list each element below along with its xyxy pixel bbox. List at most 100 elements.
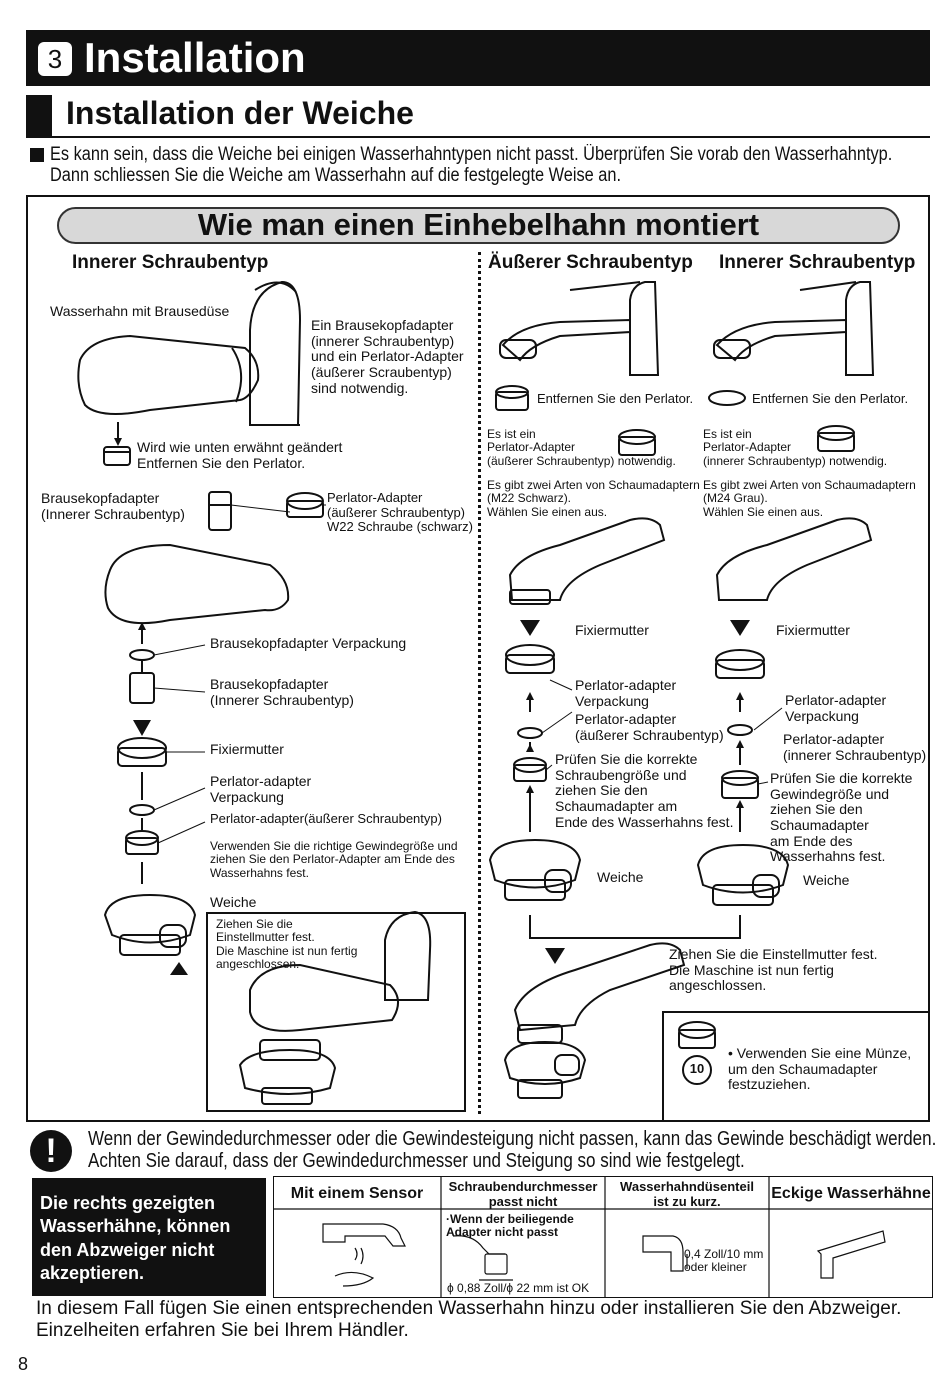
title-bar — [26, 30, 930, 86]
footer-line-2: Einzelheiten erfahren Sie bei Ihrem Händ… — [36, 1319, 409, 1341]
gasket-icon — [129, 804, 155, 816]
shower-adapter-pack-label: Brausekopfadapter Verpackung — [210, 635, 407, 651]
spout-icon — [508, 517, 666, 605]
thread-faucet-icon — [452, 1235, 513, 1281]
intro-line-1: Es kann sein, dass die Weiche bei einige… — [50, 144, 893, 165]
perlator-adapter-icon — [618, 429, 656, 456]
pullout-faucet-icon — [77, 280, 302, 426]
diverter-icon — [696, 843, 790, 906]
left-heading: Innerer Schraubentyp — [72, 252, 269, 273]
subtitle-underline — [26, 136, 930, 138]
intro-text: Es kann sein, dass die Weiche bei einige… — [50, 144, 927, 187]
inset-box — [206, 912, 466, 1112]
remove-aerator-note: Wird wie unten erwähnt geändert Entferne… — [137, 439, 343, 471]
table-grid — [273, 1176, 933, 1298]
coin-tip-text: • Verwenden Sie eine Münze, um den Schau… — [728, 1045, 912, 1093]
nut-icon — [505, 644, 555, 674]
right-adapter-types: Es gibt zwei Arten von Schaumadaptern (M… — [703, 478, 916, 519]
incompatible-box — [32, 1178, 266, 1296]
spout-icon — [715, 517, 873, 601]
footer-text: In diesem Fall fügen Sie einen entsprech… — [36, 1298, 901, 1342]
page-title: Installation — [84, 34, 306, 81]
adapter-icon — [129, 672, 155, 704]
shower-adapter-label-2: Brausekopfadapter (Innerer Schraubentyp) — [210, 676, 354, 708]
right-check-note: Prüfen Sie die korrekte Gewindegröße und… — [770, 770, 913, 865]
arrow-down-icon — [545, 948, 565, 964]
sensor-faucet-icon — [322, 1223, 406, 1287]
inset-note: Ziehen Sie die Einstellmutter fest. Die … — [216, 917, 358, 972]
column-divider — [478, 252, 481, 1114]
incompatible-faucets-table — [273, 1176, 933, 1298]
right-diverter-label: Weiche — [803, 872, 850, 888]
perlator-pack-label: Perlator-adapter Verpackung — [210, 773, 312, 805]
mid-adapter-needed: Es ist ein Perlator-Adapter (äußerer Sch… — [487, 427, 676, 468]
aerator-icon — [708, 390, 746, 406]
warning-icon: ! — [30, 1130, 72, 1172]
right-heading: Innerer Schraubentyp — [719, 252, 916, 273]
col-sensor: Mit einem Sensor — [290, 1185, 424, 1202]
adapter-icon — [678, 1021, 716, 1049]
nozzle-dims: 0,4 Zoll/10 mm oder kleiner — [684, 1247, 764, 1275]
section-title-pill — [57, 207, 900, 244]
perlator-adapter-icon — [513, 757, 547, 782]
nut-icon — [715, 649, 765, 679]
coin-tip-box — [662, 1011, 930, 1122]
right-adapter-label: Perlator-adapter (innerer Schraubentyp) — [783, 731, 927, 763]
intro-line-2: Dann schliessen Sie die Weiche am Wasser… — [50, 165, 622, 187]
arrow-up-icon — [170, 962, 188, 975]
perlator-adapter-icon — [286, 492, 324, 518]
aerator-icon — [495, 385, 529, 411]
nut-icon — [117, 737, 167, 767]
shower-adapter-icon — [208, 491, 232, 531]
thread-note: ·Wenn der beiliegende Adapter nicht pass… — [446, 1212, 574, 1240]
gasket-icon — [129, 649, 155, 661]
thread-size-note: Verwenden Sie die richtige Gewindegröße … — [210, 839, 458, 880]
perlator-adapter-icon — [125, 830, 159, 855]
warning-line-1: Wenn der Gewindedurchmesser oder die Gew… — [88, 1128, 937, 1150]
installed-faucet-icon — [238, 910, 432, 1105]
mid-adapter-label: Perlator-adapter (äußerer Schraubentyp) — [575, 711, 724, 743]
mid-diverter-label: Weiche — [597, 869, 644, 885]
installed-spout-icon — [503, 942, 686, 1099]
bullet-square-icon — [30, 148, 44, 162]
mid-check-note: Prüfen Sie die korrekte Schraubengröße u… — [555, 751, 734, 830]
diverter-icon — [488, 838, 582, 901]
aerator-icon — [103, 446, 131, 466]
gasket-icon — [727, 724, 753, 736]
arrow-down-icon — [730, 620, 750, 636]
coin-icon — [682, 1055, 712, 1085]
perlator-adapter-label: Perlator-Adapter (äußerer Schraubentyp) … — [327, 490, 473, 535]
right-adapter-needed: Es ist ein Perlator-Adapter (innerer Sch… — [703, 427, 888, 468]
mid-nut-label: Fixiermutter — [575, 622, 649, 638]
subtitle-marker — [26, 95, 52, 137]
col-thread: Schraubendurchmesser passt nicht — [448, 1179, 598, 1209]
single-lever-faucet-icon — [713, 281, 875, 376]
faucet-label: Wasserhahn mit Brausedüse — [50, 303, 230, 319]
short-nozzle-faucet-icon — [642, 1235, 688, 1272]
right-remove-aerator: Entfernen Sie den Perlator. — [752, 391, 909, 406]
footer-line-1: In diesem Fall fügen Sie einen entsprech… — [36, 1298, 902, 1319]
nut-label: Fixiermutter — [210, 741, 284, 757]
page-number: 8 — [18, 1354, 29, 1374]
warning-line-2: Achten Sie darauf, dass der Gewindedurch… — [88, 1150, 745, 1173]
join-bracket — [529, 915, 741, 939]
col-short-nozzle: Wasserhahndüsenteil ist zu kurz. — [620, 1179, 754, 1209]
step-number-badge: 3 — [38, 42, 72, 76]
arrow-down-icon — [520, 620, 540, 636]
section-subtitle: Installation der Weiche — [66, 95, 414, 131]
instruction-frame — [26, 195, 930, 1122]
mid-pack-label: Perlator-adapter Verpackung — [575, 677, 677, 709]
spray-head-icon — [104, 543, 290, 625]
mid-heading: Äußerer Schraubentyp — [488, 252, 693, 273]
mid-adapter-types: Es gibt zwei Arten von Schaumadaptern (M… — [487, 478, 700, 519]
perlator-adapter-label-2: Perlator-adapter(äußerer Schraubentyp) — [210, 811, 442, 826]
arrow-down-icon — [133, 720, 151, 736]
diverter-icon — [103, 893, 197, 956]
col-square: Eckige Wasserhähne — [771, 1185, 931, 1202]
adapter-requirement-note: Ein Brausekopfadapter (innerer Schrauben… — [311, 317, 464, 396]
section-title: Wie man einen Einhebelhahn montiert — [197, 207, 760, 242]
gasket-icon — [517, 727, 543, 739]
diverter-label: Weiche — [210, 894, 257, 910]
tighten-nut-note: Ziehen Sie die Einstellmutter fest. Die … — [669, 946, 878, 994]
